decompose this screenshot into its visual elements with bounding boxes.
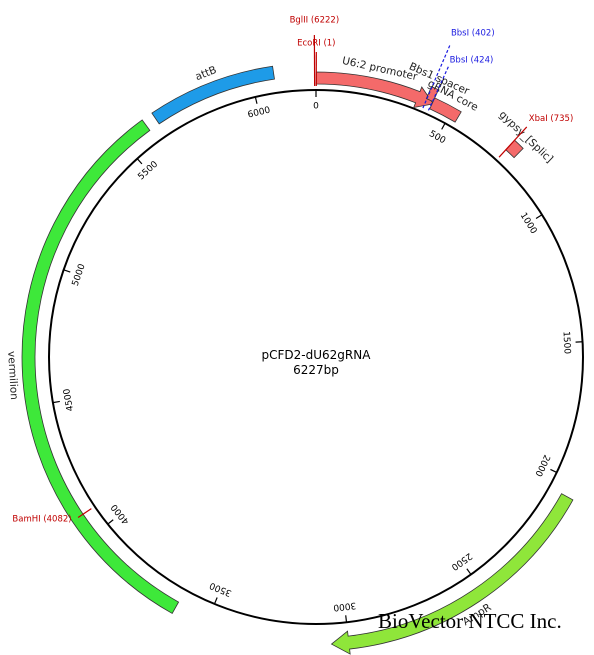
tick-label: 5500 [136, 159, 160, 182]
feature-grna-core[interactable] [429, 97, 462, 123]
tick-mark [52, 400, 60, 404]
feature-label-attb: attB [194, 64, 219, 83]
site-label-bbsi-402[interactable]: BbsI (402) [451, 28, 495, 38]
tick-mark [213, 597, 218, 605]
site-line-bbsi-424 [427, 66, 449, 111]
tick-mark [466, 568, 472, 575]
tick-label: 4500 [62, 387, 76, 412]
tick-label: 4000 [109, 502, 131, 526]
site-label-bglii[interactable]: BglII (6222) [290, 16, 340, 26]
site-label-bbsi-424[interactable]: BbsI (424) [450, 56, 494, 66]
tick-mark [550, 468, 557, 474]
tick-mark [345, 615, 348, 623]
site-line-xbai [498, 126, 528, 158]
tick-mark [441, 122, 446, 130]
biovector-logo: BioVector NTCC Inc. [378, 609, 562, 633]
feature-vermilion[interactable] [21, 119, 180, 614]
tick-mark [254, 96, 258, 104]
tick-label: 500 [427, 129, 447, 146]
tick-label: 1000 [518, 211, 539, 236]
plasmid-length: 6227bp [293, 363, 339, 377]
plasmid-name: pCFD2-dU62gRNA [262, 348, 372, 362]
tick-label: 2000 [532, 453, 551, 478]
site-line-bamhi [77, 508, 92, 519]
tick-label: 0 [313, 102, 319, 112]
feature-attb[interactable] [151, 65, 275, 125]
site-label-ecori[interactable]: EcoRI (1) [297, 39, 335, 49]
tick-label: 2500 [449, 550, 474, 572]
tick-mark [136, 158, 143, 165]
feature-gypsy-splic[interactable] [505, 139, 524, 159]
tick-label: 6000 [247, 106, 272, 121]
tick-mark [63, 269, 71, 273]
tick-mark [107, 519, 114, 525]
site-label-bamhi[interactable]: BamHI (4082) [12, 515, 71, 525]
tick-label: 1500 [560, 331, 571, 355]
tick-label: 3000 [332, 600, 356, 613]
center-title: pCFD2-dU62gRNA 6227bp [262, 348, 372, 377]
feature-label-vermilion: vermilion [5, 351, 20, 401]
restriction-sites: BglII (6222) EcoRI (1) BbsI (402) BbsI (424… [12, 16, 573, 525]
tick-mark [535, 214, 543, 220]
site-line-bbsi-402 [422, 45, 451, 109]
feature-ampr[interactable] [330, 493, 574, 655]
tick-label: 3500 [208, 580, 233, 598]
tick-label: 5000 [71, 262, 88, 287]
site-label-xbai[interactable]: XbaI (735) [529, 114, 574, 124]
